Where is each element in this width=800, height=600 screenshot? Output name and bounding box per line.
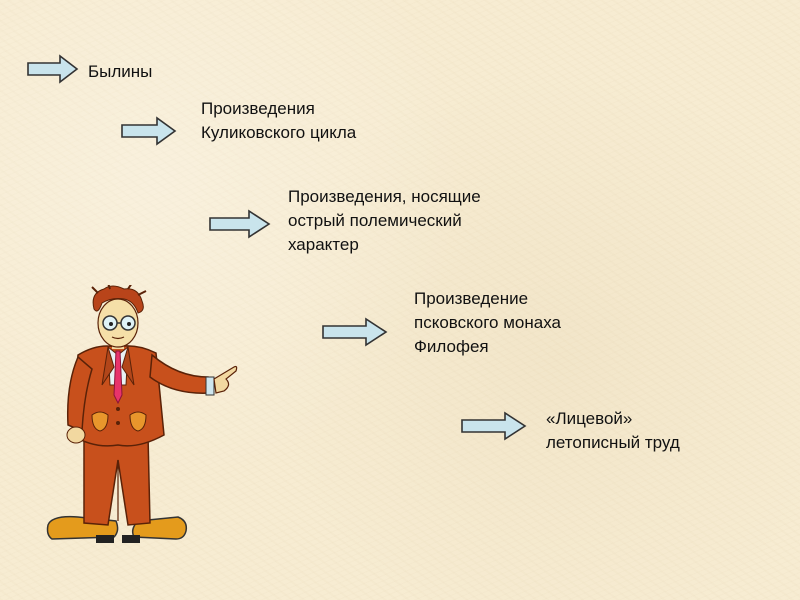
item-label-2: Произведения Куликовского цикла — [201, 99, 357, 142]
right-arrow-icon — [461, 411, 527, 441]
right-arrow-icon — [209, 209, 271, 239]
cartoon-professor-pointing-icon — [38, 282, 248, 555]
item-label-4: Произведение псковского монаха Филофея — [414, 289, 561, 356]
right-arrow-icon — [121, 116, 177, 146]
right-arrow-icon — [27, 54, 79, 84]
item-label-1: Былины — [88, 62, 153, 81]
item-label-5: «Лицевой» летописный труд — [546, 409, 680, 452]
right-arrow-icon — [322, 317, 388, 347]
item-label-3: Произведения, носящие острый полемически… — [288, 187, 481, 254]
